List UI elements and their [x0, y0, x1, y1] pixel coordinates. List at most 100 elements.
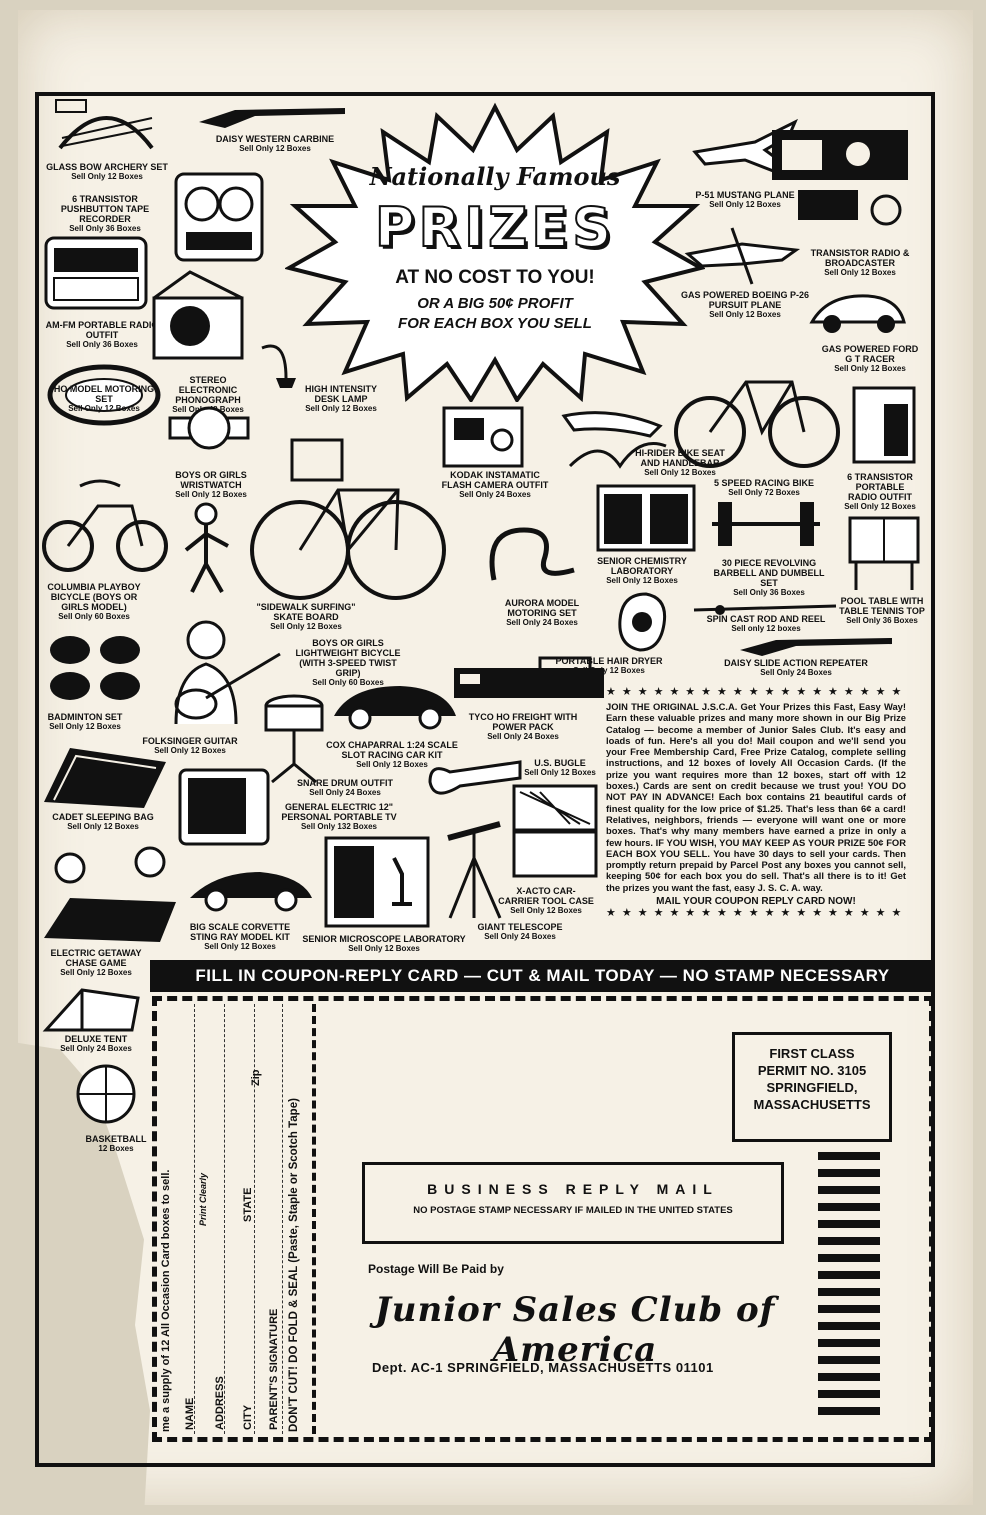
- prize-name: COX CHAPARRAL 1:24 SCALE SLOT RACING CAR…: [326, 740, 458, 760]
- prize-sell: Sell Only 12 Boxes: [524, 768, 596, 777]
- club-name-logo: Junior Sales Club of America: [374, 1290, 776, 1370]
- prize-name: ELECTRIC GETAWAY CHASE GAME: [50, 948, 142, 968]
- basketball-icon: [76, 1064, 136, 1124]
- field-line-address[interactable]: [224, 1004, 225, 1434]
- stars-row-bottom: ★★★★★★★★★★★★★★★★★★★★★★: [606, 907, 906, 920]
- prize-name: U.S. BUGLE: [534, 758, 586, 768]
- prize-name: GAS POWERED BOEING P-26 PURSUIT PLANE: [680, 290, 810, 310]
- prize-name: 30 PIECE REVOLVING BARBELL AND DUMBELL S…: [713, 558, 825, 588]
- prize-sell: Sell Only 24 Boxes: [459, 490, 531, 499]
- coupon-zip-label: Zip: [250, 1069, 262, 1087]
- chase-game-icon: [44, 846, 176, 942]
- coupon-fields: [160, 1004, 305, 1434]
- archery-icon: [55, 99, 154, 150]
- prize-corvette-kit: BIG SCALE CORVETTE STING RAY MODEL KIT S…: [180, 922, 300, 951]
- join-club-copy: ★★★★★★★★★★★★★★★★★★★★★★ JOIN THE ORIGINAL…: [606, 686, 906, 956]
- chemistry-set-icon: [596, 484, 696, 552]
- prize-slot-car: COX CHAPARRAL 1:24 SCALE SLOT RACING CAR…: [320, 740, 464, 769]
- prize-sell: Sell Only 36 Boxes: [66, 340, 138, 349]
- prize-sell: Sell Only 12 Boxes: [510, 906, 582, 915]
- headline-profit: OR A BIG 50¢ PROFIT FOR EACH BOX YOU SEL…: [285, 294, 705, 334]
- coupon-fold-line: [312, 1004, 316, 1434]
- prize-name: SPIN CAST ROD AND REEL: [706, 614, 826, 624]
- prize-name: FOLKSINGER GUITAR: [142, 736, 238, 746]
- postal-bars: [818, 1152, 880, 1422]
- prize-deluxe-tent: DELUXE TENT Sell Only 24 Boxes: [54, 1034, 138, 1053]
- prize-sell: Sell Only 12 Boxes: [67, 822, 139, 831]
- bugle-icon: [428, 760, 522, 795]
- prize-barbell-set: 30 PIECE REVOLVING BARBELL AND DUMBELL S…: [704, 558, 834, 597]
- coupon-reply-card[interactable]: [152, 996, 934, 1442]
- prize-ho-motoring-set: HO MODEL MOTORING SET Sell Only 12 Boxes: [44, 362, 164, 426]
- prize-sell: Sell Only 12 Boxes: [644, 468, 716, 477]
- prize-name: GLASS BOW ARCHERY SET: [46, 162, 168, 172]
- prize-name: KODAK INSTAMATIC FLASH CAMERA OUTFIT: [441, 470, 549, 490]
- race-track-icon: [47, 364, 161, 426]
- permit-line3: SPRINGFIELD,: [766, 1080, 858, 1095]
- am-fm-radio-icon: [44, 236, 148, 310]
- prize-hair-dryer: PORTABLE HAIR DRYER Sell Only 12 Boxes: [554, 656, 664, 675]
- prize-sell: Sell Only 12 Boxes: [573, 666, 645, 675]
- headline-profit-line1: OR A BIG 50¢ PROFIT: [417, 295, 573, 312]
- pool-table-icon: [848, 516, 920, 590]
- prize-sell: Sell Only 12 Boxes: [68, 404, 140, 413]
- tape-recorder-icon: [174, 172, 264, 262]
- business-reply-title: BUSINESS REPLY MAIL: [427, 1181, 719, 1197]
- prize-tape-recorder: 6 TRANSISTOR PUSHBUTTON TAPE RECORDER Se…: [40, 194, 170, 233]
- prize-p26-plane: GAS POWERED BOEING P-26 PURSUIT PLANE Se…: [680, 290, 810, 319]
- field-line-city[interactable]: [254, 1004, 255, 1434]
- prize-tyco-freight: TYCO HO FREIGHT WITH POWER PACK Sell Onl…: [468, 712, 578, 741]
- snare-drum-icon: [264, 694, 324, 784]
- business-reply-note: NO POSTAGE STAMP NECESSARY IF MAILED IN …: [413, 1205, 733, 1216]
- prize-sell: Sell Only 132 Boxes: [300, 822, 378, 831]
- bike-seat-handlebar-icon: [561, 411, 667, 469]
- prize-name: SENIOR MICROSCOPE LABORATORY: [302, 934, 466, 944]
- prize-sell: Sell Only 12 Boxes: [154, 746, 226, 755]
- field-line-name[interactable]: [194, 1004, 195, 1434]
- prize-name: X-ACTO CAR-CARRIER TOOL CASE: [498, 886, 594, 906]
- prize-sell: Sell only 12 boxes: [731, 624, 801, 633]
- permit-line4: MASSACHUSETTS: [753, 1097, 871, 1112]
- prize-name: PORTABLE HAIR DRYER: [555, 656, 663, 666]
- hair-dryer-icon: [618, 592, 667, 652]
- prize-chase-game: ELECTRIC GETAWAY CHASE GAME Sell Only 12…: [44, 948, 148, 977]
- portable-tv-icon: [178, 768, 270, 846]
- prize-microscope-lab: SENIOR MICROSCOPE LABORATORY Sell Only 1…: [300, 934, 468, 953]
- corvette-icon: [190, 872, 312, 912]
- prize-racing-bike: 5 SPEED RACING BIKE Sell Only 72 Boxes: [708, 478, 820, 497]
- prize-pool-table: POOL TABLE WITH TABLE TENNIS TOP Sell On…: [836, 596, 928, 625]
- prize-rod-reel: SPIN CAST ROD AND REEL Sell only 12 boxe…: [696, 614, 836, 633]
- rifle-icon: [199, 108, 345, 128]
- prize-name: DELUXE TENT: [64, 1034, 128, 1044]
- prize-sell: Sell Only 12 Boxes: [834, 364, 906, 373]
- prize-snare-drum: SNARE DRUM OUTFIT Sell Only 24 Boxes: [290, 778, 400, 797]
- prize-name: POOL TABLE WITH TABLE TENNIS TOP: [839, 596, 925, 616]
- join-body-text: JOIN THE ORIGINAL J.S.C.A. Get Your Priz…: [606, 701, 906, 893]
- radio-broadcaster-icon: [772, 130, 908, 226]
- prize-name: HO MODEL MOTORING SET: [53, 384, 155, 404]
- prize-tool-case: X-ACTO CAR-CARRIER TOOL CASE Sell Only 1…: [496, 886, 596, 915]
- prize-am-fm-radio: AM-FM PORTABLE RADIO OUTFIT Sell Only 36…: [42, 320, 162, 349]
- freight-train-icon: [454, 656, 604, 698]
- prize-name: CADET SLEEPING BAG: [52, 812, 154, 822]
- coupon-print-clearly: Print Clearly: [198, 1172, 208, 1226]
- prize-sell: Sell Only 60 Boxes: [312, 678, 384, 687]
- sleeping-bag-icon: [44, 748, 166, 808]
- prize-name: DAISY WESTERN CARBINE: [215, 134, 335, 144]
- prize-name: HI-RIDER BIKE SEAT AND HANDLEBAR: [635, 448, 725, 468]
- prize-aurora-set: AURORA MODEL MOTORING SET Sell Only 24 B…: [492, 598, 592, 627]
- prize-name: SENIOR CHEMISTRY LABORATORY: [597, 556, 687, 576]
- prize-transistor-radio-broadcaster: TRANSISTOR RADIO & BROADCASTER Sell Only…: [800, 248, 920, 277]
- coupon-parent-label: PARENT'S SIGNATURE: [268, 1308, 280, 1430]
- prize-sell: Sell Only 12 Boxes: [709, 310, 781, 319]
- prize-sell: Sell Only 24 Boxes: [487, 732, 559, 741]
- prize-portable-tv: GENERAL ELECTRIC 12" PERSONAL PORTABLE T…: [264, 802, 414, 831]
- prize-name: P-51 MUSTANG PLANE: [695, 190, 795, 200]
- field-line-signature[interactable]: [282, 1004, 283, 1434]
- prize-sell: Sell Only 12 Boxes: [709, 200, 781, 209]
- prize-skate-board: "SIDEWALK SURFING" SKATE BOARD Sell Only…: [246, 602, 366, 631]
- prize-bugle: U.S. BUGLE Sell Only 12 Boxes: [522, 758, 598, 777]
- starburst-icon: [285, 102, 705, 402]
- prize-sell: Sell Only 36 Boxes: [69, 224, 141, 233]
- camera-icon: [442, 406, 524, 468]
